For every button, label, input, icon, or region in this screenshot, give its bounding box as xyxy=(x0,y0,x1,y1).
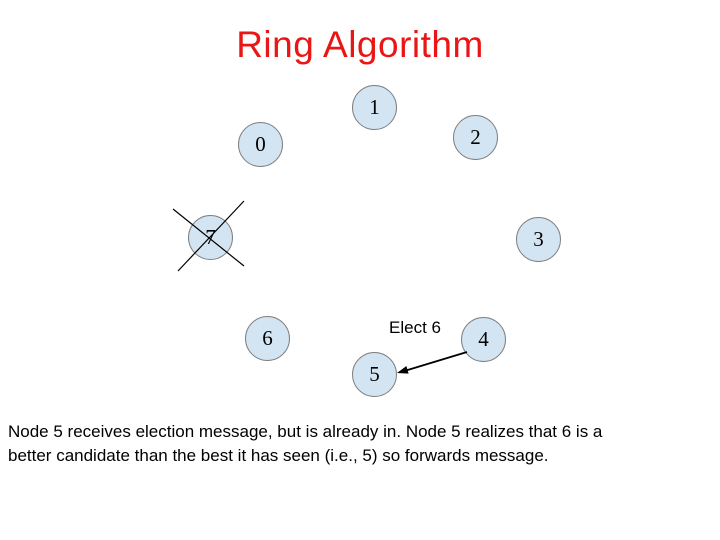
node-1-label: 1 xyxy=(369,95,380,119)
node-0-label: 0 xyxy=(255,132,266,156)
node-0: 0 xyxy=(238,122,283,167)
node-5-label: 5 xyxy=(369,362,380,386)
caption-line-2: better candidate than the best it has se… xyxy=(8,446,549,465)
node-6: 6 xyxy=(245,316,290,361)
caption: Node 5 receives election message, but is… xyxy=(8,420,718,468)
election-message-label: Elect 6 xyxy=(389,318,441,337)
caption-line-1: Node 5 receives election message, but is… xyxy=(8,422,603,441)
node-2-label: 2 xyxy=(470,125,481,149)
node-7-label: 7 xyxy=(205,225,216,249)
node-2: 2 xyxy=(453,115,498,160)
election-arrow-icon xyxy=(397,351,468,374)
node-4: 4 xyxy=(461,317,506,362)
node-7: 7 xyxy=(188,215,233,260)
node-3: 3 xyxy=(516,217,561,262)
node-5: 5 xyxy=(352,352,397,397)
node-3-label: 3 xyxy=(533,227,544,251)
node-4-label: 4 xyxy=(478,327,489,351)
node-6-label: 6 xyxy=(262,326,273,350)
page-title: Ring Algorithm xyxy=(236,24,484,65)
node-1: 1 xyxy=(352,85,397,130)
